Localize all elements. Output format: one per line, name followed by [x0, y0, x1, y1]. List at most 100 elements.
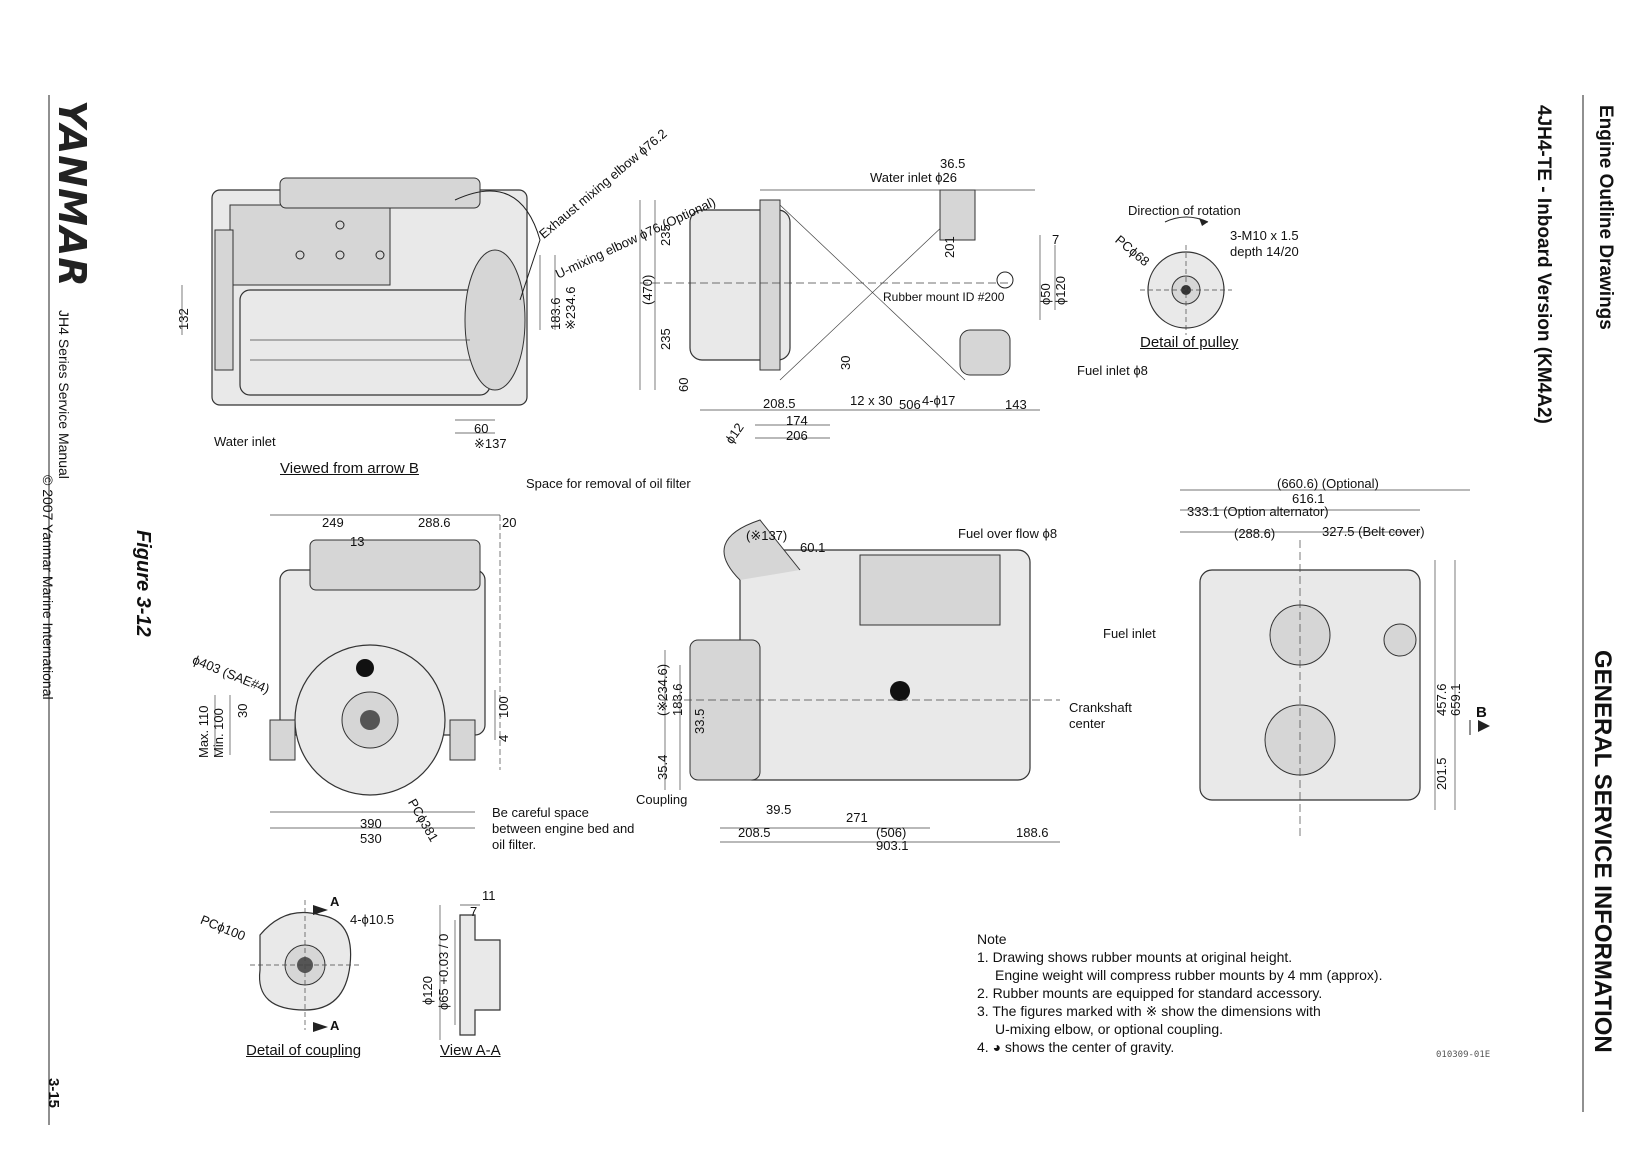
dim-616-1: 616.1: [1292, 491, 1325, 506]
manual-title: JH4 Series Service Manual: [56, 310, 72, 479]
dim-min-100: Min. 100: [211, 708, 226, 758]
pulley-detail: [1140, 216, 1232, 335]
dim-p234-6: (※234.6): [655, 663, 670, 716]
dim-60-vertical: 60: [676, 377, 691, 392]
engine-side-view-b: [181, 177, 556, 434]
pulley-thread-label: 3-M10 x 1.5: [1230, 228, 1299, 243]
fuel-inlet-right-label: Fuel inlet: [1103, 626, 1156, 641]
dim-137: ※137: [474, 436, 507, 451]
notes-heading: Note: [977, 931, 1007, 947]
dim-60: 60: [474, 421, 489, 436]
dim-13: 13: [350, 534, 365, 549]
dim-660-6: (660.6) (Optional): [1277, 476, 1379, 491]
dim-271: 271: [846, 810, 868, 825]
notes-block: Note 1. Drawing shows rubber mounts at o…: [977, 930, 1383, 1056]
view-title-aa: View A-A: [440, 1042, 501, 1059]
rubber-mount-label: Rubber mount ID #200: [883, 290, 1005, 304]
coupling-label: Coupling: [636, 792, 688, 807]
dim-201: 201: [942, 236, 957, 258]
dim-249: 249: [322, 515, 344, 530]
oil-filter-space-label: Space for removal of oil filter: [526, 476, 691, 491]
careful-line-3: oil filter.: [492, 837, 537, 852]
section-title: GENERAL SERVICE INFORMATION: [1589, 650, 1616, 1053]
dim-174: 174: [786, 413, 808, 428]
dim-36-5: 36.5: [940, 156, 966, 171]
pulley-depth-label: depth 14/20: [1230, 244, 1299, 259]
direction-of-rotation-label: Direction of rotation: [1128, 203, 1241, 218]
water-inlet-label: Water inlet: [214, 434, 276, 449]
dim-30-flywheel: 30: [235, 703, 250, 718]
dim-457-6: 457.6: [1434, 683, 1449, 716]
drawing-code: 010309-01E: [1436, 1050, 1491, 1060]
figure-caption: Figure 3-12: [132, 530, 154, 637]
note-line-4: 3. The figures marked with ※ show the di…: [977, 1003, 1321, 1019]
note-line-5: U-mixing elbow, or optional coupling.: [995, 1021, 1224, 1037]
dim-4: 4: [496, 734, 511, 742]
dim-208-5: 208.5: [763, 396, 796, 411]
coupling-detail-drawing: [250, 900, 360, 1032]
dim-12x30: 12 x 30: [850, 393, 893, 408]
dim-235-upper: 235: [658, 224, 673, 246]
dim-208-5-main: 208.5: [738, 825, 771, 840]
dim-4-phi-17: 4-ϕ17: [922, 393, 956, 408]
dim-phi-120: ϕ120: [1053, 276, 1068, 305]
note-line-2: Engine weight will compress rubber mount…: [995, 967, 1383, 983]
copyright: © 2007 Yanmar Marine International: [40, 475, 56, 700]
view-title-pulley: Detail of pulley: [1140, 334, 1239, 351]
page-title: Engine Outline Drawings: [1595, 105, 1616, 330]
dim-333-1: 333.1 (Option alternator): [1187, 504, 1329, 519]
water-inlet-top-label: Water inlet ϕ26: [870, 170, 958, 185]
dim-234-6: ※234.6: [563, 286, 578, 330]
dim-206: 206: [786, 428, 808, 443]
dim-903-1: 903.1: [876, 838, 909, 853]
page-subtitle: 4JH4-TE - Inboard Version (KM4A2): [1533, 105, 1554, 424]
dim-188-6: 188.6: [1016, 825, 1049, 840]
dim-143: 143: [1005, 397, 1027, 412]
dim-235-lower: 235: [658, 328, 673, 350]
dim-288-6: 288.6: [418, 515, 451, 530]
dim-530: 530: [360, 831, 382, 846]
engine-flywheel-view: [214, 514, 501, 829]
dim-132: 132: [176, 308, 191, 330]
careful-line-1: Be careful space: [492, 805, 589, 820]
note-line-1: 1. Drawing shows rubber mounts at origin…: [977, 949, 1293, 965]
dim-659-1: 659.1: [1448, 683, 1463, 716]
section-a-upper: A: [330, 894, 340, 909]
dim-100: 100: [496, 696, 511, 718]
dim-p506: (506): [876, 825, 907, 840]
dim-phi-120-aa: ϕ120: [420, 976, 435, 1005]
dim-11: 11: [482, 888, 496, 903]
careful-line-2: between engine bed and: [492, 821, 635, 836]
view-title-arrow-b: Viewed from arrow B: [280, 460, 419, 477]
dim-20: 20: [502, 515, 517, 530]
dim-phi-65: ϕ65 +0.03 / 0: [436, 933, 451, 1010]
note-line-6: 4. ◕ shows the center of gravity.: [977, 1039, 1175, 1055]
engine-side-view-main: [660, 519, 1060, 843]
dim-7-aa: 7: [470, 904, 478, 919]
crankshaft-label-1: Crankshaft: [1069, 700, 1132, 715]
arrow-b-label: B: [1476, 704, 1487, 721]
page-number: 3-15: [45, 1078, 62, 1109]
holes-label: 4-ϕ10.5: [350, 912, 395, 927]
dim-33-5: 33.5: [692, 708, 707, 734]
engine-top-view: [639, 189, 1056, 439]
dim-183-6: 183.6: [548, 297, 563, 330]
dim-35-4: 35.4: [655, 754, 670, 780]
section-a-lower: A: [330, 1018, 340, 1033]
brand-logo: YANMAR: [50, 100, 94, 288]
crankshaft-label-2: center: [1069, 716, 1106, 731]
fuel-inlet-top-label: Fuel inlet ϕ8: [1077, 363, 1148, 378]
note-line-3: 2. Rubber mounts are equipped for standa…: [977, 985, 1323, 1001]
dim-phi-50: ϕ50: [1038, 283, 1053, 305]
dim-60-1: 60.1: [800, 540, 826, 555]
dim-201-5: 201.5: [1434, 757, 1449, 790]
dim-7: 7: [1052, 232, 1060, 247]
dim-39-5: 39.5: [766, 802, 792, 817]
fuel-overflow-label: Fuel over flow ϕ8: [958, 526, 1058, 541]
dim-x137: (※137): [746, 528, 788, 543]
dim-p288-6: (288.6): [1234, 526, 1276, 541]
dim-390: 390: [360, 816, 382, 831]
sidebar: YANMAR JH4 Series Service Manual: [50, 100, 94, 479]
dim-183-6-main: 183.6: [670, 683, 685, 716]
